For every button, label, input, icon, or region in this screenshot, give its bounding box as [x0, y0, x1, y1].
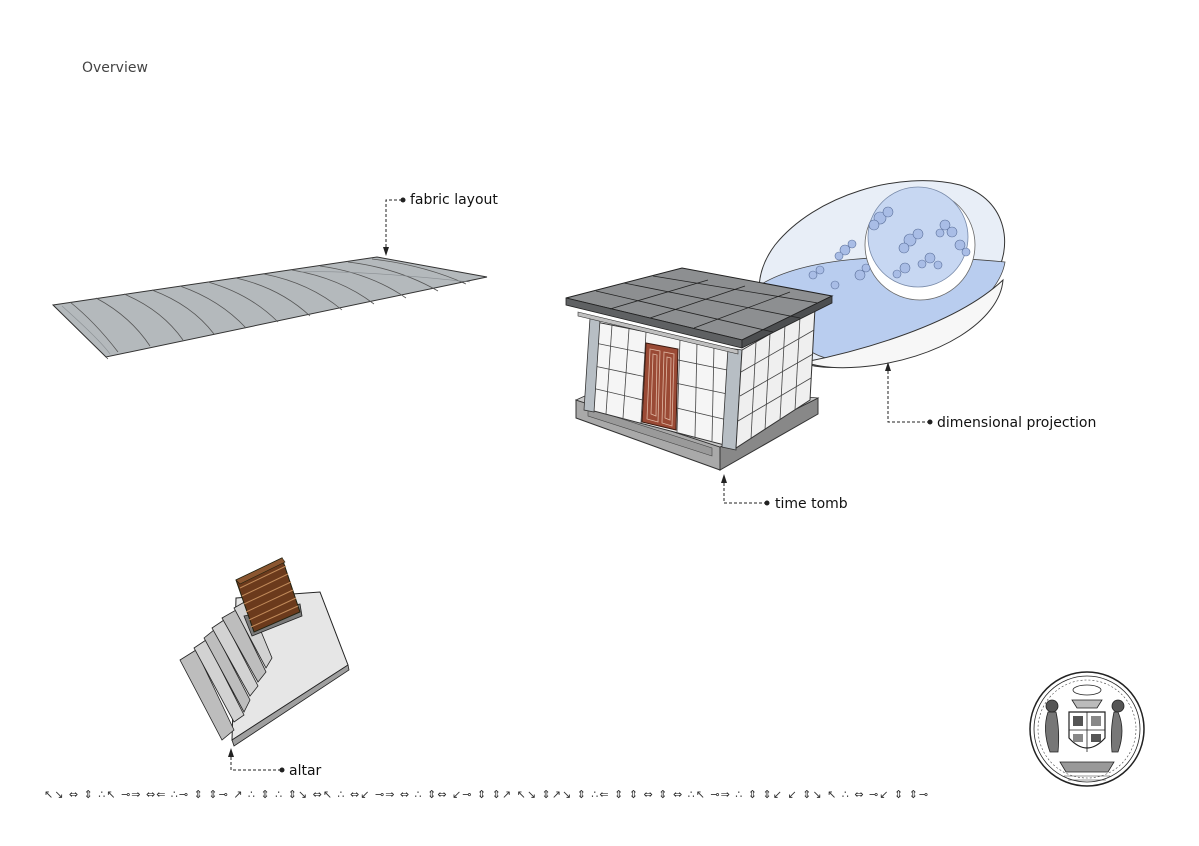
label-time-tomb: time tomb: [775, 496, 848, 512]
altar-leader: [228, 748, 285, 773]
label-dimensional-projection: dimensional projection: [937, 415, 1097, 431]
fabric-layout-model[interactable]: [51, 256, 488, 360]
time-tomb-model[interactable]: [565, 267, 834, 471]
dimensional-projection-model[interactable]: [758, 180, 1006, 369]
label-fabric-layout: fabric layout: [410, 192, 498, 208]
dimensional-projection-leader: [885, 362, 933, 425]
altar-model[interactable]: [179, 557, 350, 747]
page-title: Overview: [82, 60, 148, 76]
fabric-layout-leader: [383, 197, 406, 256]
label-altar: altar: [289, 763, 322, 779]
coat-of-arms-seal: [1029, 671, 1145, 787]
footer-ornament-strip: ↖↘ ⇔ ⇕ ∴↖ ⊸⇒ ⇔⇐ ∴⊸ ⇕ ⇕⊸ ↗ ∴ ⇕ ∴ ⇕↘ ⇔↖ ∴ …: [44, 788, 930, 801]
time-tomb-leader: [721, 474, 770, 506]
